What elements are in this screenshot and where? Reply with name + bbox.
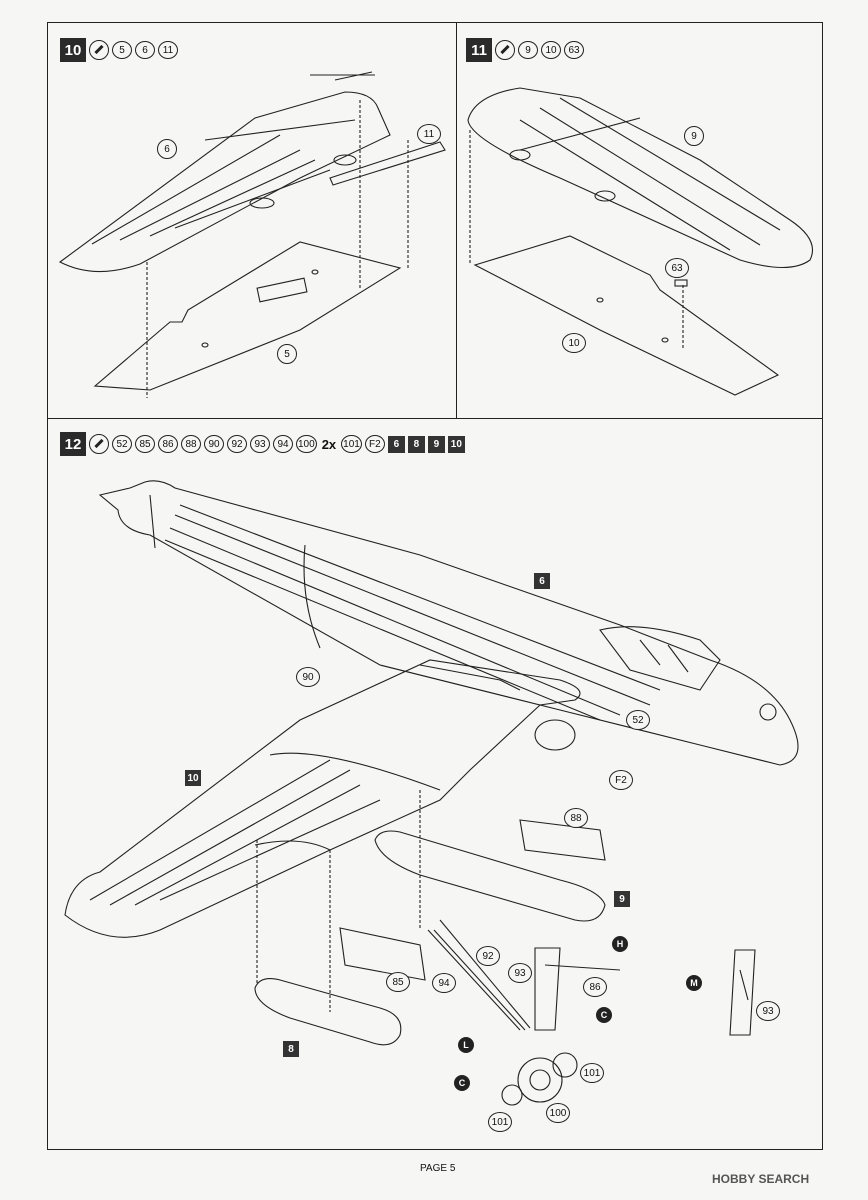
part-chip: 88	[181, 435, 201, 453]
part-callout: 6	[157, 139, 177, 159]
part-callout: 86	[583, 977, 607, 997]
part-callout: 5	[277, 344, 297, 364]
step-divider-horizontal	[47, 418, 823, 419]
subassembly-tag: 6	[534, 573, 550, 589]
part-chip: 52	[112, 435, 132, 453]
step12-nacelle-right-drawing	[374, 819, 606, 922]
part-chip: 94	[273, 435, 293, 453]
step12-landing-gear-drawing	[427, 919, 756, 1106]
subassembly-tag: 10	[447, 435, 465, 453]
step12-header: 12 52 85 86 88 90 92 93 94 100 2x 101 F2…	[60, 432, 465, 456]
part-callout: 63	[665, 258, 689, 278]
step12-nacelle-left-drawing	[254, 927, 426, 1046]
glue-icon	[89, 434, 109, 454]
part-chip: 85	[135, 435, 155, 453]
part-callout: 92	[476, 946, 500, 966]
instruction-frame	[47, 22, 823, 1150]
color-marker-icon: C	[454, 1075, 470, 1091]
part-chip: 10	[541, 41, 561, 59]
part-callout: 101	[580, 1063, 604, 1083]
part-callout: 88	[564, 808, 588, 828]
part-chip: 63	[564, 41, 584, 59]
part-callout: 101	[488, 1112, 512, 1132]
step11-guide-lines	[469, 130, 684, 350]
step11-wing-upper-drawing	[467, 87, 814, 268]
part-callout: 10	[562, 333, 586, 353]
quantity-multiplier: 2x	[321, 436, 337, 452]
part-chip: 11	[158, 41, 178, 59]
subassembly-tag: 10	[185, 770, 201, 786]
step11-header: 11 9 10 63	[466, 38, 584, 62]
page-number: PAGE 5	[420, 1163, 456, 1174]
part-chip: F2	[364, 435, 385, 453]
step12-guide-lines	[256, 790, 421, 1012]
color-marker-icon: L	[458, 1037, 474, 1053]
part-callout: 90	[296, 667, 320, 687]
color-marker-icon: C	[596, 1007, 612, 1023]
step-divider-vertical	[456, 22, 457, 418]
watermark-logo: HOBBY SEARCH	[712, 1172, 810, 1186]
step10-wing-upper-drawing	[58, 71, 446, 273]
step10-number: 10	[60, 38, 86, 62]
step12-number: 12	[60, 432, 86, 456]
color-marker-icon: M	[686, 975, 702, 991]
part-chip: 86	[158, 435, 178, 453]
part-callout: 52	[626, 710, 650, 730]
part-callout: 93	[508, 963, 532, 983]
part-callout: 100	[546, 1103, 570, 1123]
part-chip: 5	[112, 41, 132, 59]
part-chip: 93	[250, 435, 270, 453]
step12-wing-drawing	[64, 659, 581, 938]
part-chip: 101	[341, 435, 362, 453]
part-callout: 94	[432, 973, 456, 993]
part-callout: 9	[684, 126, 704, 146]
step11-number: 11	[466, 38, 492, 62]
color-marker-icon: H	[612, 936, 628, 952]
subassembly-tag: 9	[614, 891, 630, 907]
subassembly-tag: 6	[387, 435, 405, 453]
subassembly-tag: 8	[407, 435, 425, 453]
subassembly-tag: 8	[283, 1041, 299, 1057]
step10-guide-lines	[146, 100, 409, 398]
step10-header: 10 5 6 11	[60, 38, 178, 62]
part-chip: 9	[518, 41, 538, 59]
part-chip: 92	[227, 435, 247, 453]
part-chip: 100	[296, 435, 317, 453]
step12-fuselage-drawing	[98, 480, 799, 766]
part-chip: 90	[204, 435, 224, 453]
part-callout: 11	[417, 124, 441, 144]
step10-wing-lower-drawing	[93, 241, 402, 391]
part-callout: 85	[386, 972, 410, 992]
part-callout: F2	[609, 770, 633, 790]
subassembly-tag: 9	[427, 435, 445, 453]
part-callout: 93	[756, 1001, 780, 1021]
part-chip: 6	[135, 41, 155, 59]
glue-icon	[89, 40, 109, 60]
glue-icon	[495, 40, 515, 60]
step11-wing-lower-drawing	[473, 235, 780, 396]
